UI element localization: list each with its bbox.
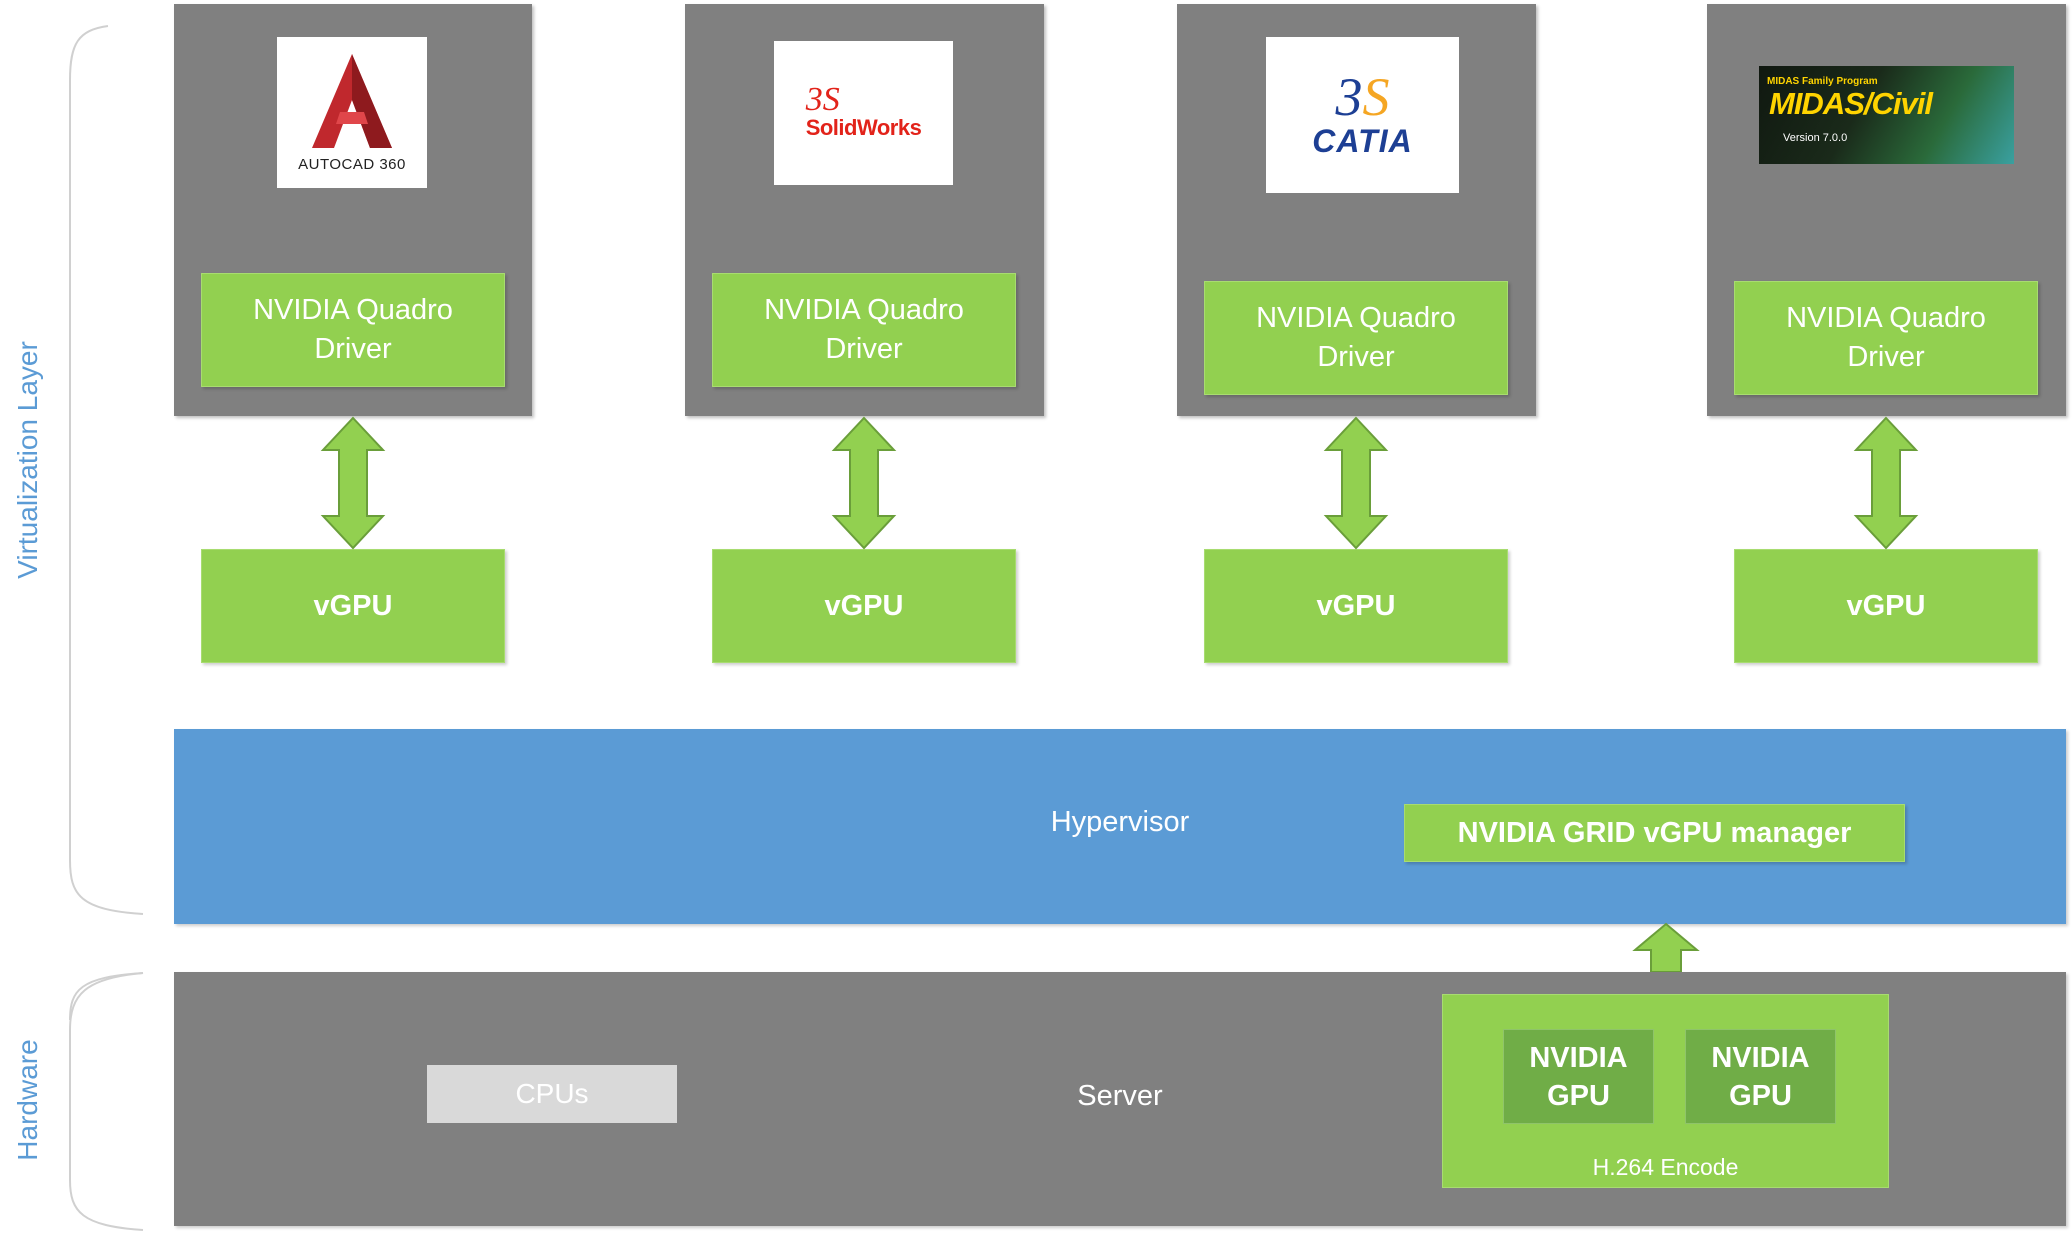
ds-glyph-icon: 3S bbox=[1335, 66, 1390, 127]
vgpu-3: vGPU bbox=[1204, 549, 1508, 663]
midas-wordmark: MIDAS/Civil bbox=[1769, 86, 1933, 121]
double-arrow-icon bbox=[831, 416, 897, 550]
hypervisor-label: Hypervisor bbox=[1050, 806, 1190, 838]
virtualization-layer-label: Virtualization Layer bbox=[12, 341, 43, 579]
midas-logo: MIDAS Family Program MIDAS/Civil Version… bbox=[1759, 66, 2014, 164]
driver-label-line1: NVIDIA Quadro bbox=[1786, 302, 1986, 334]
driver-label-line2: Driver bbox=[314, 333, 392, 365]
gpu-label-line1: NVIDIA bbox=[1529, 1041, 1628, 1074]
cpus-box: CPUs bbox=[427, 1065, 677, 1123]
driver-label-line2: Driver bbox=[1847, 341, 1925, 373]
autocad-logo: AUTOCAD 360 bbox=[277, 37, 427, 188]
solidworks-logo: 3S SolidWorks bbox=[774, 41, 953, 185]
grid-vgpu-manager: NVIDIA GRID vGPU manager bbox=[1404, 804, 1905, 862]
driver-label-line2: Driver bbox=[825, 333, 903, 365]
nvidia-gpu-2: NVIDIA GPU bbox=[1685, 1029, 1836, 1124]
gpu-label-line2: GPU bbox=[1547, 1079, 1610, 1112]
gpu-label-line1: NVIDIA bbox=[1711, 1041, 1810, 1074]
double-arrow-icon bbox=[1853, 416, 1919, 550]
quadro-driver-3: NVIDIA Quadro Driver bbox=[1204, 281, 1508, 395]
hardware-layer-label: Hardware bbox=[12, 1039, 43, 1161]
quadro-driver-1: NVIDIA Quadro Driver bbox=[201, 273, 505, 387]
hardware-bracket bbox=[69, 972, 144, 1231]
vgpu-4: vGPU bbox=[1734, 549, 2038, 663]
driver-label-line1: NVIDIA Quadro bbox=[253, 294, 453, 326]
ds-glyph-icon: 3S bbox=[805, 81, 840, 118]
driver-label-line1: NVIDIA Quadro bbox=[1256, 302, 1456, 334]
solidworks-wordmark: SolidWorks bbox=[805, 115, 922, 140]
midas-family-label: MIDAS Family Program bbox=[1767, 76, 1878, 87]
driver-label-line1: NVIDIA Quadro bbox=[764, 294, 964, 326]
gpu-label-line2: GPU bbox=[1729, 1079, 1792, 1112]
double-arrow-icon bbox=[1323, 416, 1389, 550]
autocad-icon bbox=[312, 54, 392, 148]
vgpu-1: vGPU bbox=[201, 549, 505, 663]
catia-wordmark: CATIA bbox=[1312, 122, 1413, 159]
up-arrow-icon bbox=[1632, 922, 1700, 973]
driver-label-line2: Driver bbox=[1317, 341, 1395, 373]
vgpu-2: vGPU bbox=[712, 549, 1016, 663]
midas-version: Version 7.0.0 bbox=[1783, 132, 1848, 144]
server-label: Server bbox=[1077, 1080, 1163, 1112]
double-arrow-icon bbox=[320, 416, 386, 550]
quadro-driver-4: NVIDIA Quadro Driver bbox=[1734, 281, 2038, 395]
autocad-wordmark: AUTOCAD 360 bbox=[298, 156, 406, 173]
h264-encode-label: H.264 Encode bbox=[1592, 1154, 1739, 1180]
catia-logo: 3S CATIA bbox=[1266, 37, 1459, 193]
quadro-driver-2: NVIDIA Quadro Driver bbox=[712, 273, 1016, 387]
nvidia-gpu-1: NVIDIA GPU bbox=[1503, 1029, 1654, 1124]
